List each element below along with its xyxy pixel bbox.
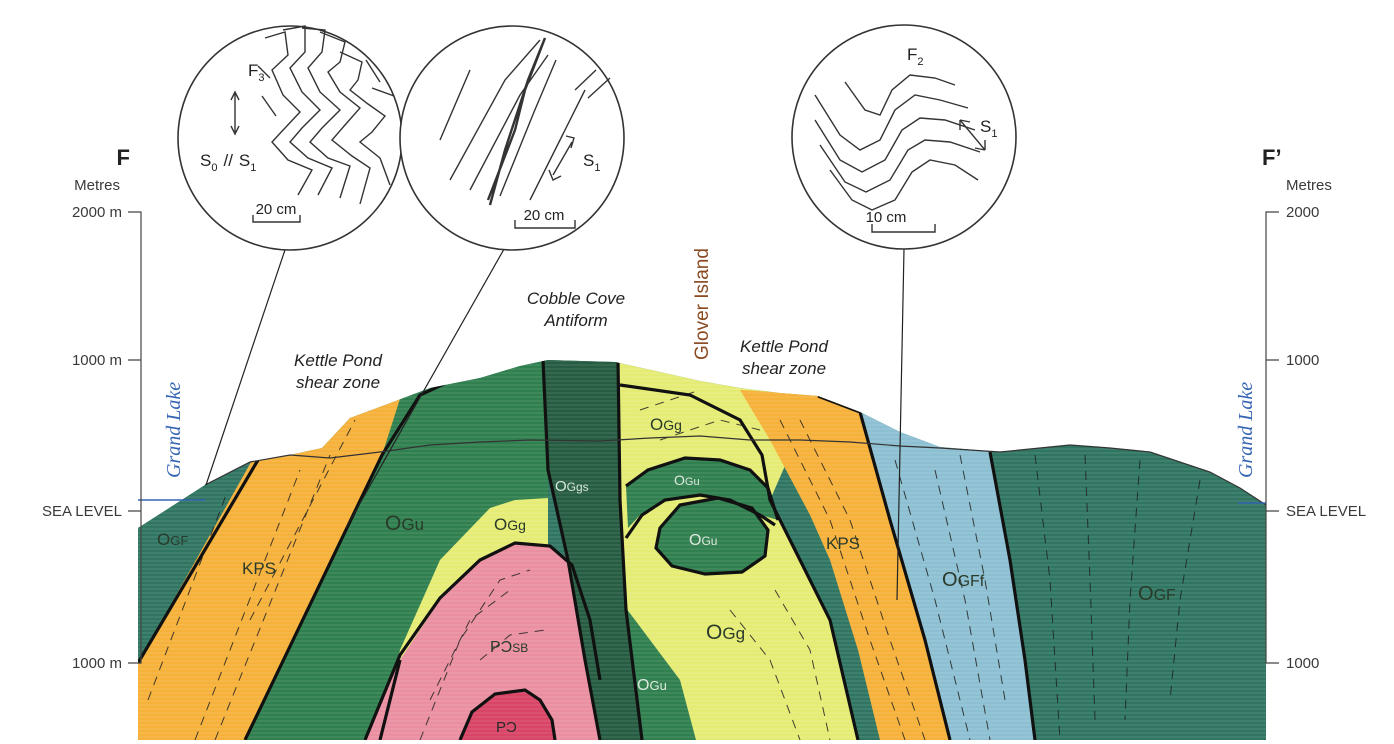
inset-1: F3 S0//S1 20 cm [178,26,402,250]
label-ogf-left: OGF [157,530,188,549]
glover-island-label: Glover Island [692,248,713,360]
shear-zone-right-line1: Kettle Pond [740,337,828,356]
label-ogu-pod: OGu [689,532,717,549]
right-tick-sea-level: SEA LEVEL [1286,503,1366,520]
right-scale-title: Metres [1286,177,1332,194]
label-oggs: OGgs [555,478,589,495]
section-end-right: F’ [1262,145,1282,170]
label-ogg-right: OGg [706,621,745,644]
label-ogff: OGFf [942,569,985,591]
label-ogf-right: OGF [1138,583,1176,605]
inset1-leader [206,235,290,485]
right-tick-2000: 2000 [1286,204,1319,221]
label-ogu-right-low: OGu [637,677,667,694]
right-tick-minus-1000: 1000 [1286,655,1319,672]
section-end-left: F [117,145,130,170]
right-tick-1000: 1000 [1286,352,1319,369]
shear-zone-left-line1: Kettle Pond [294,351,382,370]
label-pc: PƆ [496,719,517,736]
label-ogu-left: OGu [385,512,424,535]
shear-zone-left-line2: shear zone [296,373,380,392]
grand-lake-right-label: Grand Lake [1235,382,1257,478]
left-tick-minus-1000: 1000 m [72,655,122,672]
shear-zone-right-line2: shear zone [742,359,826,378]
label-kps-left: KPS [242,559,276,578]
left-tick-2000: 2000 m [72,204,122,221]
inset2-scale: 20 cm [524,207,565,224]
antiform-label-line1: Cobble Cove [527,289,625,308]
inset-3: F2 S1 10 cm [792,25,1016,249]
left-scale: F Metres 2000 m 1000 m SEA LEVEL 1000 m [42,145,141,672]
grand-lake-left-label: Grand Lake [163,382,185,478]
label-pcsb: PƆSB [490,639,528,656]
label-ogg-inner: OGg [494,515,526,534]
inset1-scale: 20 cm [256,201,297,218]
inset3-scale: 10 cm [866,209,907,226]
antiform-label-line2: Antiform [543,311,607,330]
inset-2: S1 20 cm [400,26,624,250]
left-tick-1000: 1000 m [72,352,122,369]
label-ogg-top: OGg [650,415,682,434]
label-kps-right: KPS [826,534,860,553]
right-scale: F’ Metres 2000 1000 SEA LEVEL 1000 [1262,145,1366,672]
left-tick-sea-level: SEA LEVEL [42,503,122,520]
left-scale-title: Metres [74,177,120,194]
